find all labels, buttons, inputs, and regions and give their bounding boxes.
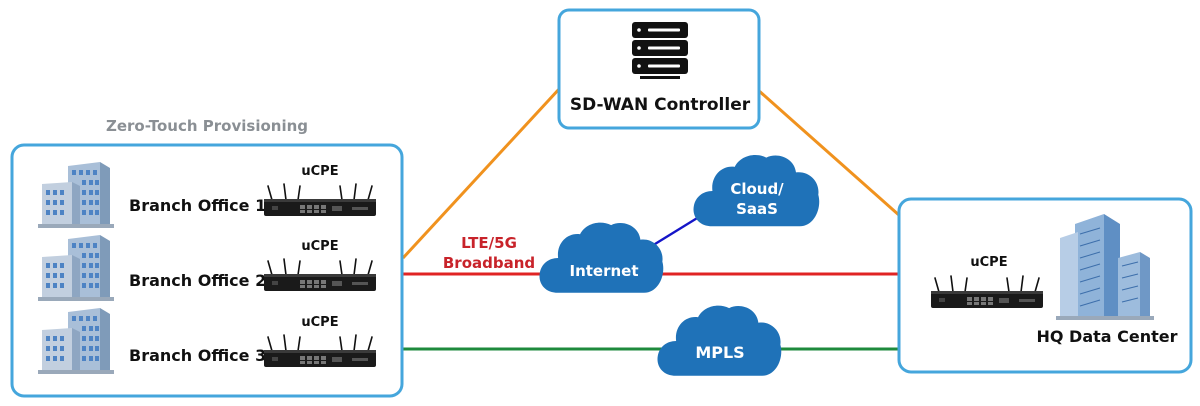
hq-name: HQ Data Center: [1036, 327, 1177, 346]
branch-office-3: Branch Office 3 uCPE: [38, 308, 377, 374]
cloud-saas-cloud: Cloud/ SaaS: [693, 155, 820, 227]
office-tower-icon: [1056, 214, 1154, 320]
server-icon: [632, 22, 688, 79]
controller-link-left: [401, 86, 562, 260]
ucpe-label: uCPE: [301, 315, 338, 330]
cloud-saas-label-line2: SaaS: [736, 200, 778, 218]
branch-office-1: Branch Office 1 uCPE: [38, 162, 377, 228]
mpls-cloud: MPLS: [657, 305, 782, 376]
branch-office-2: Branch Office 2 uCPE: [38, 235, 377, 301]
controller-label: SD-WAN Controller: [570, 95, 751, 115]
mpls-label: MPLS: [695, 343, 744, 362]
controller-link-right: [757, 88, 901, 218]
sd-wan-controller-box: SD-WAN Controller: [557, 8, 761, 130]
hq-data-center-box: uCPE HQ Data Center: [897, 197, 1193, 374]
cloud-saas-label-line1: Cloud/: [730, 180, 784, 198]
branch-name: Branch Office 1: [129, 196, 266, 215]
branch-name: Branch Office 3: [129, 346, 266, 365]
ucpe-label: uCPE: [301, 164, 338, 179]
zero-touch-label: Zero-Touch Provisioning: [106, 117, 308, 135]
branch-name: Branch Office 2: [129, 271, 266, 290]
ucpe-label: uCPE: [970, 255, 1007, 270]
lte-label-line1: LTE/5G: [461, 234, 517, 252]
lte-label-line2: Broadband: [443, 254, 535, 272]
ucpe-label: uCPE: [301, 239, 338, 254]
connection-lines: [401, 86, 901, 351]
internet-cloud: Internet: [539, 222, 664, 293]
branch-offices-box: Branch Office 1 uCPE Branch Office 2 uCP…: [10, 143, 404, 398]
internet-label: Internet: [569, 262, 638, 280]
